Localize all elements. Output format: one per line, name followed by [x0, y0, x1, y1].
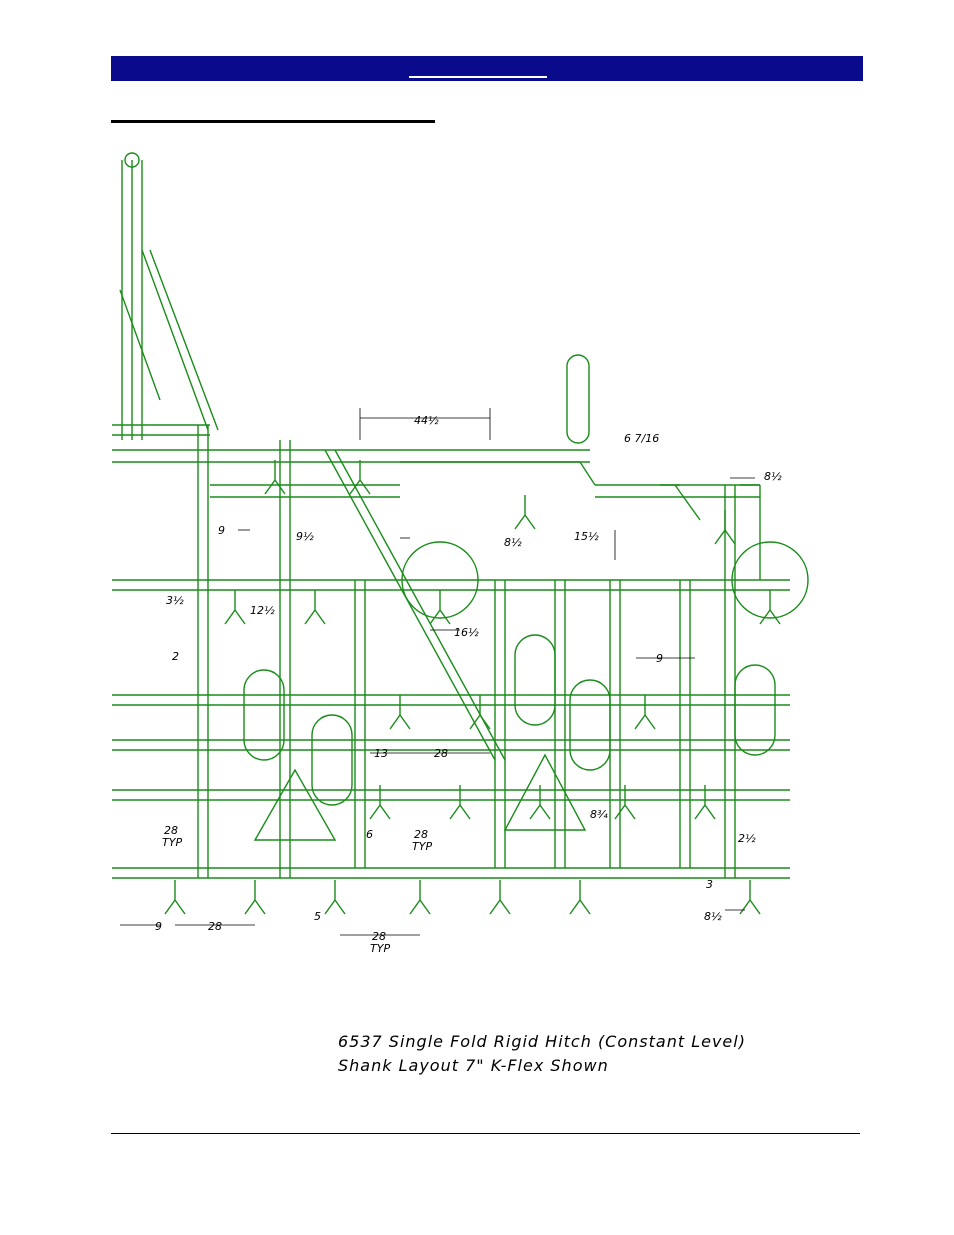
caption-line-1: 6537 Single Fold Rigid Hitch (Constant L…: [338, 1030, 838, 1054]
dim-44: 44½: [414, 414, 439, 427]
section-rule: [111, 120, 435, 123]
dim-15: 15½: [574, 530, 599, 543]
dim-2-half: 2½: [738, 832, 756, 845]
dim-3: 3½: [166, 594, 184, 607]
header-underline: [409, 76, 547, 78]
dim-3b: 3: [706, 878, 713, 891]
dimension-labels: 44½ 6 7/16 8½ 9 9½ 8½ 15½ 3½ 12½ 16½ 2 9…: [155, 414, 782, 955]
dimension-lines: [120, 408, 755, 935]
shank-layout-drawing: 44½ 6 7/16 8½ 9 9½ 8½ 15½ 3½ 12½ 16½ 2 9…: [100, 140, 860, 960]
dim-28a: 28: [434, 747, 448, 760]
dim-6: 6: [366, 828, 373, 841]
caption-line-2: Shank Layout 7" K-Flex Shown: [338, 1054, 838, 1078]
dim-9c: 9: [155, 920, 162, 933]
dim-5: 5: [314, 910, 321, 923]
dim-28b: 28: [208, 920, 222, 933]
typ-mid: TYP: [412, 840, 432, 853]
dim-16: 16½: [454, 626, 479, 639]
figure-caption: 6537 Single Fold Rigid Hitch (Constant L…: [338, 1030, 838, 1078]
dim-9b: 9: [656, 652, 663, 665]
dim-6-7-16: 6 7/16: [624, 432, 659, 445]
typ-bottom: TYP: [370, 942, 390, 955]
dim-12: 12½: [250, 604, 275, 617]
wheels: [244, 355, 808, 840]
dim-8-mid: 8½: [504, 536, 522, 549]
dim-2: 2: [172, 650, 179, 663]
dim-8-3-4: 8¾: [590, 808, 608, 821]
header-bar: [111, 56, 863, 81]
footer-rule: [111, 1133, 860, 1134]
dim-13: 13: [374, 747, 388, 760]
dim-9a: 9: [218, 524, 225, 537]
dim-8-bottom: 8½: [704, 910, 722, 923]
frame-lines: [112, 153, 790, 878]
dim-8-top: 8½: [764, 470, 782, 483]
shanks: [165, 460, 780, 914]
dim-9-half: 9½: [296, 530, 314, 543]
typ-left: TYP: [162, 836, 182, 849]
